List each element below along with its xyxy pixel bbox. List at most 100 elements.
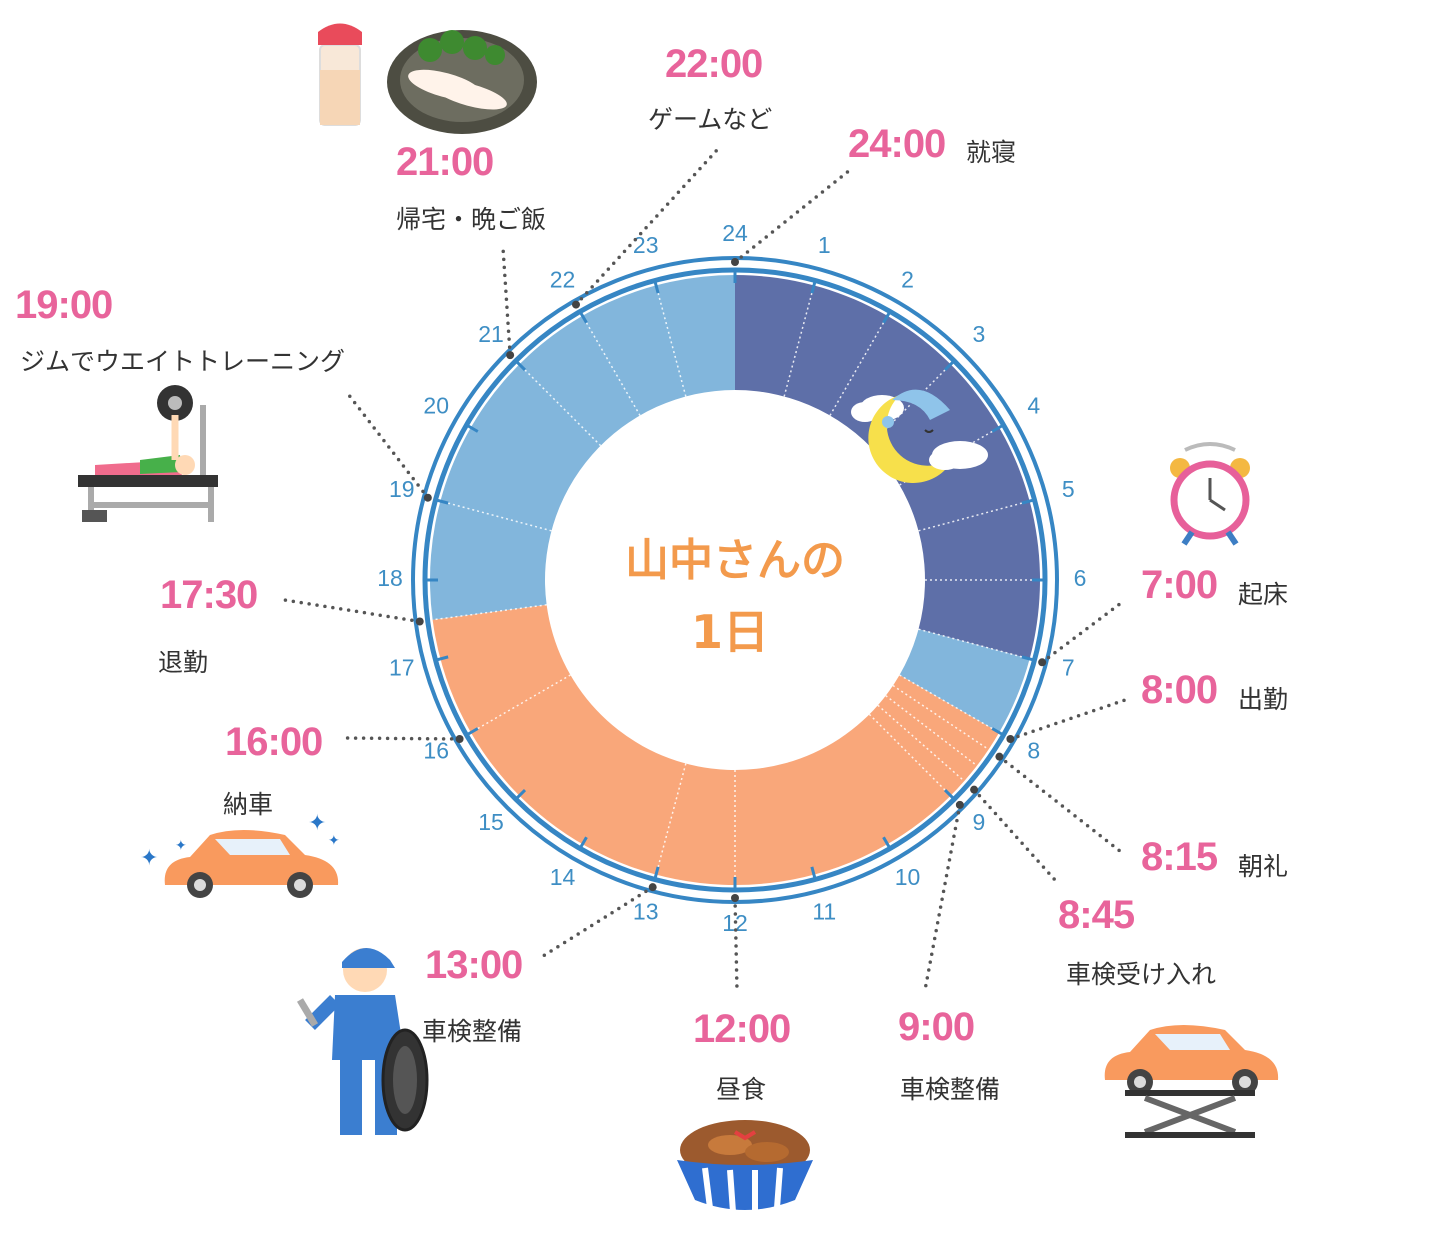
hour-number-17: 17 — [389, 654, 415, 680]
hour-number-4: 4 — [1027, 393, 1040, 419]
hour-numbers: 241234567891011121314151617181920212223 — [377, 220, 1086, 936]
hour-number-6: 6 — [1074, 565, 1087, 591]
event-points — [415, 258, 1047, 902]
event-point — [455, 735, 464, 743]
event-point — [731, 258, 739, 266]
svg-text:✦: ✦ — [328, 833, 340, 849]
hour-number-13: 13 — [633, 898, 659, 924]
rice-bowl-icon — [677, 1120, 813, 1213]
event-label: 就寝 — [966, 138, 1017, 167]
hour-tick — [882, 310, 892, 324]
hour-tick — [991, 727, 1005, 737]
clock-segments — [430, 275, 1040, 886]
event-time: 16:00 — [225, 720, 323, 764]
segment-divider — [918, 500, 1030, 532]
hour-number-5: 5 — [1062, 476, 1075, 502]
svg-text:✦: ✦ — [175, 838, 187, 854]
hour-number-14: 14 — [550, 864, 576, 890]
event-label: 車検整備 — [900, 1075, 1001, 1104]
segment-divider — [518, 363, 602, 447]
event-time: 8:00 — [1141, 668, 1218, 712]
leader-line — [574, 148, 719, 307]
hour-tick — [435, 498, 449, 505]
hour-tick — [514, 788, 527, 801]
leader-line — [972, 787, 1057, 882]
event-label: 起床 — [1238, 580, 1289, 609]
hour-tick — [810, 866, 817, 880]
hour-tick — [943, 359, 956, 372]
hour-number-1: 1 — [818, 232, 831, 258]
hour-tick — [1021, 498, 1035, 505]
hour-number-23: 23 — [633, 232, 659, 258]
hour-number-7: 7 — [1062, 654, 1075, 680]
leader-line — [1040, 598, 1127, 665]
segment-divider — [655, 763, 687, 875]
segment-divider — [877, 704, 965, 782]
hour-tick — [578, 836, 588, 850]
segment-divider — [440, 500, 552, 532]
mechanic-icon — [296, 947, 429, 1135]
segment-divider — [470, 674, 571, 734]
hour-number-16: 16 — [423, 738, 449, 764]
segment-divider — [581, 315, 641, 416]
center-title-line1: 山中さんの — [625, 535, 845, 586]
leader-line — [343, 388, 430, 500]
hour-number-3: 3 — [973, 321, 986, 347]
hour-tick — [578, 310, 588, 324]
segment-divider — [899, 426, 1000, 486]
segment-divider — [655, 285, 687, 397]
event-point — [506, 351, 515, 360]
leader-line — [343, 736, 462, 741]
segment-work — [432, 604, 1000, 886]
event-point — [1038, 658, 1047, 667]
hour-tick — [465, 727, 479, 737]
center-title-line2: 1日 — [691, 605, 769, 659]
hour-number-10: 10 — [895, 864, 921, 890]
event-label: 納車 — [223, 790, 274, 819]
event-label: ジムでウエイトトレーニング — [20, 347, 346, 376]
chicken-meal-icon — [318, 23, 537, 134]
svg-text:✦: ✦ — [140, 846, 158, 871]
hour-number-20: 20 — [423, 393, 449, 419]
segment-divider — [892, 684, 990, 751]
leader-line — [538, 885, 655, 960]
segment-divider — [868, 713, 952, 797]
segment-free — [430, 275, 735, 620]
segment-divider — [899, 674, 1000, 734]
event-label: 朝礼 — [1238, 852, 1289, 881]
segment-dividers — [432, 285, 1040, 885]
hour-tick — [653, 280, 660, 294]
leader-line — [923, 803, 962, 992]
svg-text:✦: ✦ — [308, 811, 326, 836]
event-time: 17:30 — [160, 573, 258, 617]
leader-line — [997, 754, 1127, 857]
event-point — [423, 493, 432, 502]
event-label: 帰宅・晩ご飯 — [396, 205, 547, 234]
alarm-clock-icon — [1170, 442, 1250, 546]
hour-number-19: 19 — [389, 476, 415, 502]
hour-tick — [465, 423, 479, 433]
event-leader-lines — [283, 148, 1127, 992]
event-time: 24:00 — [848, 122, 946, 166]
segment-divider — [885, 695, 978, 767]
segment-divider — [918, 628, 1030, 660]
event-time: 19:00 — [15, 283, 113, 327]
hour-tick — [810, 280, 817, 294]
event-point — [572, 300, 580, 309]
event-label: 退勤 — [158, 648, 209, 677]
segment-divider — [783, 285, 815, 397]
segment-sleep — [735, 275, 1040, 659]
segment-divider — [868, 363, 952, 447]
hour-tick — [435, 655, 449, 662]
event-label: ゲームなど — [648, 105, 773, 134]
moon-sleeping-icon — [851, 389, 988, 483]
hour-tick — [514, 359, 527, 372]
hour-ticks — [425, 270, 1045, 890]
leader-line — [1008, 698, 1127, 741]
hour-tick — [882, 836, 892, 850]
event-time: 12:00 — [693, 1007, 791, 1051]
hour-number-15: 15 — [478, 809, 504, 835]
event-time: 21:00 — [396, 140, 494, 184]
segment-divider — [829, 315, 889, 416]
